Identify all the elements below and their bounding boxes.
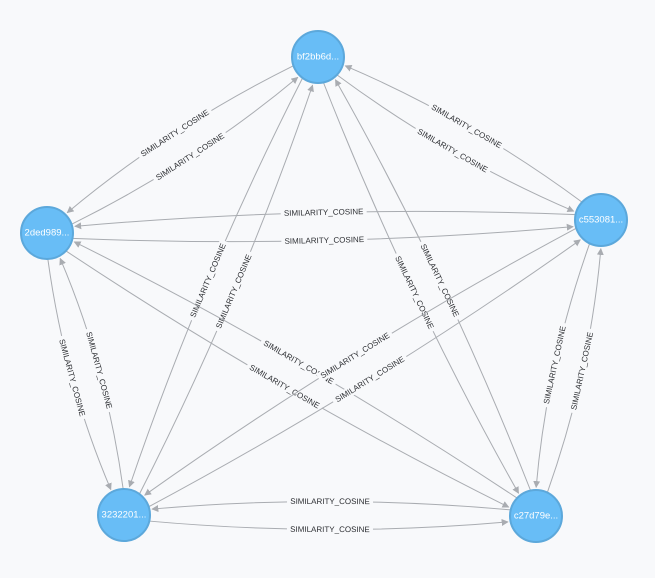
node-circle[interactable]	[97, 488, 151, 542]
graph-node[interactable]: bf2bb6d...	[291, 30, 345, 84]
graph-node[interactable]: 2ded989...	[20, 206, 74, 260]
relationship-label-bg	[212, 249, 256, 334]
relationship-line[interactable]	[336, 74, 575, 212]
relationship-label-bg	[287, 496, 374, 507]
node-caption: bf2bb6d...	[297, 52, 339, 63]
relationship[interactable]: SIMILARITY_COSINE	[70, 76, 299, 225]
node-caption: c553081...	[579, 215, 623, 226]
relationship-label: SIMILARITY_COSINE	[290, 525, 370, 534]
relationship-line[interactable]	[66, 65, 295, 214]
relationship[interactable]: SIMILARITY_COSINE	[344, 65, 583, 203]
relationship[interactable]: SIMILARITY_COSINE	[148, 518, 509, 535]
node-circle[interactable]	[20, 206, 74, 260]
relationship-label: SIMILARITY_COSINE	[569, 331, 595, 411]
relationship-label: SIMILARITY_COSINE	[290, 497, 370, 506]
relationship-line[interactable]	[73, 241, 518, 499]
nodes-layer: bf2bb6d... 2ded989... c553081... 3232201...…	[20, 30, 628, 543]
node-circle[interactable]	[509, 489, 563, 543]
relationship[interactable]: SIMILARITY_COSINE	[151, 496, 512, 513]
relationship-label: SIMILARITY_COSINE	[284, 207, 364, 218]
relationship-label-bg	[244, 360, 325, 413]
node-caption: 3232201...	[102, 510, 147, 521]
relationship[interactable]: SIMILARITY_COSINE	[74, 206, 576, 230]
graph-node[interactable]: c27d79e...	[509, 489, 563, 543]
relationship-label-bg	[136, 105, 214, 161]
relationship-label-bg	[281, 234, 368, 247]
relationship-label-bg	[186, 238, 230, 323]
relationship-label-bg	[151, 129, 229, 185]
relationship-label-bg	[280, 206, 367, 219]
node-circle[interactable]	[291, 30, 345, 84]
relationship-label: SIMILARITY_COSINE	[284, 235, 364, 246]
relationship-label: SIMILARITY_COSINE	[542, 325, 568, 405]
relationship-label-bg	[412, 124, 493, 177]
relationship[interactable]: SIMILARITY_COSINE	[336, 74, 575, 212]
node-caption: 2ded989...	[25, 228, 70, 239]
relationship[interactable]: SIMILARITY_COSINE	[138, 84, 314, 495]
relationship-label-bg	[330, 352, 410, 407]
node-circle[interactable]	[574, 193, 628, 247]
relationship-line[interactable]	[344, 65, 583, 203]
relationship[interactable]: SIMILARITY_COSINE	[73, 241, 518, 499]
graph-node[interactable]: c553081...	[574, 193, 628, 247]
node-caption: c27d79e...	[514, 511, 558, 522]
relationship-label-bg	[426, 100, 507, 153]
graph-node[interactable]: 3232201...	[97, 488, 151, 542]
relationship[interactable]: SIMILARITY_COSINE	[66, 65, 295, 214]
relationship-label-bg	[315, 328, 395, 383]
relationship-label-bg	[55, 334, 89, 421]
relationship-label: SIMILARITY_COSINE	[57, 338, 87, 417]
relationship-line[interactable]	[70, 76, 299, 225]
relationship-label-bg	[540, 321, 569, 409]
relationship-label: SIMILARITY_COSINE	[84, 331, 114, 410]
relationship-line[interactable]	[138, 84, 314, 495]
relationship-label-bg	[286, 524, 373, 535]
relationship[interactable]: SIMILARITY_COSINE	[72, 223, 574, 247]
relationship-label-bg	[416, 239, 463, 322]
relationship-label-bg	[82, 327, 116, 414]
relationship-label-bg	[568, 327, 597, 415]
